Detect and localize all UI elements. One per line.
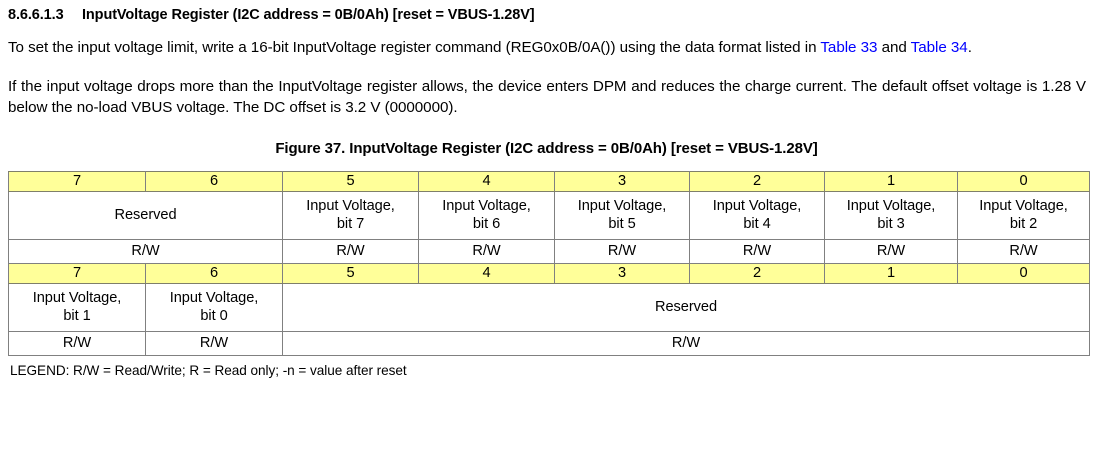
field-line-2: bit 4: [743, 216, 771, 232]
block2-field-cell: Input Voltage, bit 1: [8, 282, 146, 332]
block2-access-cell: R/W: [145, 330, 283, 356]
field-line-2: bit 2: [1009, 216, 1038, 232]
block2-bitnumber-cell: 0: [957, 262, 1090, 284]
register-table-container: 7 6 5 4 3 2 1 0 Reserved Input Voltage,: [6, 170, 1090, 356]
section-number: 8.6.6.1.3: [8, 7, 64, 23]
paragraph-description: If the input voltage drops more than the…: [8, 77, 1086, 117]
block1-bitnumber-cell: 4: [418, 170, 555, 192]
block2-field-cell: Input Voltage, bit 0: [145, 282, 283, 332]
field-line-1: Input Voltage,: [169, 290, 259, 306]
block1-field-cell: Input Voltage, bit 3: [824, 190, 958, 240]
block2-access-row: R/W R/W R/W: [8, 330, 1090, 356]
block1-access-cell: R/W: [418, 238, 555, 264]
link-table-34[interactable]: Table 34: [910, 39, 968, 56]
field-line-1: Reserved: [654, 299, 718, 315]
block2-bitnumber-cell: 2: [689, 262, 825, 284]
block2-field-cell: Reserved: [282, 282, 1090, 332]
paragraph-intro-text-3: .: [967, 39, 972, 56]
block2-access-cell: R/W: [282, 330, 1090, 356]
field-line-1: Input Voltage,: [979, 198, 1068, 214]
block1-bitnumber-row: 7 6 5 4 3 2 1 0: [8, 170, 1090, 192]
block1-field-cell: Input Voltage, bit 5: [554, 190, 690, 240]
block1-access-cell: R/W: [8, 238, 283, 264]
field-line-2: bit 3: [877, 216, 905, 232]
table-legend: LEGEND: R/W = Read/Write; R = Read only;…: [10, 362, 407, 378]
field-line-1: Input Voltage,: [712, 198, 802, 214]
section-heading: 8.6.6.1.3 InputVoltage Register (I2C addr…: [6, 7, 1087, 23]
field-line-2: bit 5: [608, 216, 636, 232]
field-line-2: bit 6: [472, 216, 501, 232]
field-line-1: Input Voltage,: [442, 198, 531, 214]
block1-bitnumber-cell: 7: [8, 170, 146, 192]
block1-access-cell: R/W: [824, 238, 958, 264]
block1-access-cell: R/W: [957, 238, 1090, 264]
block1-field-cell: Input Voltage, bit 7: [282, 190, 419, 240]
field-line-2: bit 7: [336, 216, 365, 232]
field-line-1: Input Voltage,: [846, 198, 936, 214]
datasheet-page: 8.6.6.1.3 InputVoltage Register (I2C addr…: [0, 7, 1093, 469]
block1-field-cell: Input Voltage, bit 6: [418, 190, 555, 240]
block1-bitnumber-cell: 1: [824, 170, 958, 192]
block1-access-cell: R/W: [689, 238, 825, 264]
block2-bitnumber-cell: 1: [824, 262, 958, 284]
field-line-1: Input Voltage,: [577, 198, 667, 214]
block1-access-row: R/W R/W R/W R/W R/W R/W R/W: [8, 238, 1090, 264]
block1-bitnumber-cell: 0: [957, 170, 1090, 192]
section-title: InputVoltage Register (I2C address = 0B/…: [82, 7, 535, 23]
paragraph-intro-text-2: and: [877, 39, 911, 56]
block1-fieldname-row: Reserved Input Voltage, bit 7 Input Volt…: [8, 190, 1090, 240]
field-line-1: Input Voltage,: [32, 290, 122, 306]
block2-bitnumber-cell: 7: [8, 262, 146, 284]
block1-field-cell: Input Voltage, bit 4: [689, 190, 825, 240]
field-line-1: Input Voltage,: [306, 198, 395, 214]
block1-bitnumber-cell: 2: [689, 170, 825, 192]
field-line-1: Reserved: [114, 207, 177, 223]
block2-bitnumber-cell: 3: [554, 262, 690, 284]
figure-caption: Figure 37. InputVoltage Register (I2C ad…: [275, 139, 818, 157]
block2-bitnumber-cell: 6: [145, 262, 283, 284]
block1-bitnumber-cell: 3: [554, 170, 690, 192]
block1-field-cell: Reserved: [8, 190, 283, 240]
block1-access-cell: R/W: [282, 238, 419, 264]
register-bitfield-table: 7 6 5 4 3 2 1 0 Reserved Input Voltage,: [8, 170, 1090, 356]
paragraph-intro-text-1: To set the input voltage limit, write a …: [8, 39, 821, 56]
field-line-2: bit 1: [63, 308, 91, 324]
block1-field-cell: Input Voltage, bit 2: [957, 190, 1090, 240]
link-table-33[interactable]: Table 33: [820, 39, 878, 56]
block2-bitnumber-cell: 4: [418, 262, 555, 284]
block2-bitnumber-cell: 5: [282, 262, 419, 284]
block1-bitnumber-cell: 6: [145, 170, 283, 192]
paragraph-intro: To set the input voltage limit, write a …: [6, 37, 1087, 59]
block2-fieldname-row: Input Voltage, bit 1 Input Voltage, bit …: [8, 282, 1090, 332]
field-line-2: bit 0: [200, 308, 228, 324]
block1-bitnumber-cell: 5: [282, 170, 419, 192]
block2-bitnumber-row: 7 6 5 4 3 2 1 0: [8, 262, 1090, 284]
block2-access-cell: R/W: [8, 330, 146, 356]
block1-access-cell: R/W: [554, 238, 690, 264]
